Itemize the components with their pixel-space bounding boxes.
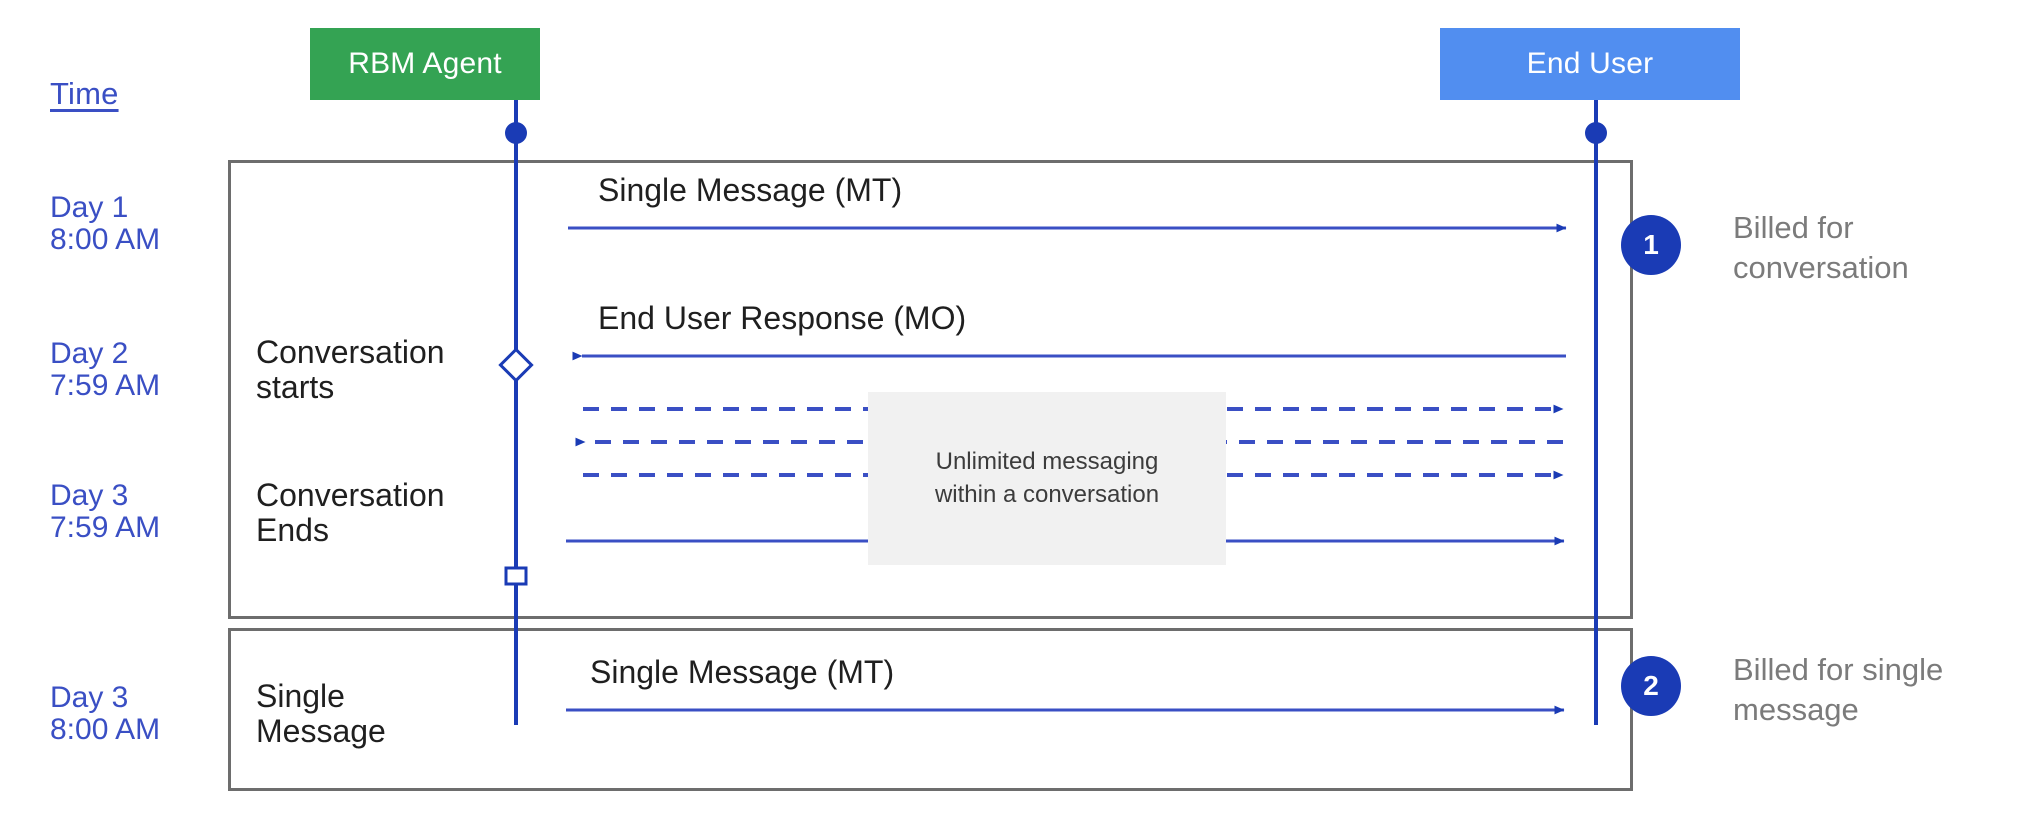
row-label-conversation-starts: Conversation starts <box>256 334 445 406</box>
actor-label-end-user: End User <box>1526 47 1654 80</box>
time-label-day1-day: Day 1 <box>50 191 129 224</box>
billing-badge-2: 2 <box>1621 656 1681 716</box>
billing-badge-1-number: 1 <box>1643 229 1659 260</box>
actor-header-end-user[interactable]: End User <box>1440 28 1740 100</box>
time-column-header: Time <box>50 76 119 111</box>
actor-header-rbm-agent[interactable]: RBM Agent <box>310 28 540 100</box>
lifeline-dot-rbm-agent <box>505 122 527 144</box>
row-label-conversation-ends: Conversation Ends <box>256 477 445 549</box>
time-label-day2-day: Day 2 <box>50 337 129 370</box>
conversation-end-square <box>504 566 528 586</box>
time-label-day1: Day 1 8:00 AM <box>50 191 161 257</box>
unlimited-messaging-note: Unlimited messaging within a conversatio… <box>868 392 1226 565</box>
time-label-day3-end: Day 3 7:59 AM <box>50 479 161 545</box>
billing-annotation-2: Billed for single message <box>1733 652 1944 728</box>
billing-annotation-1: Billed for conversation <box>1733 210 1909 286</box>
time-label-day3-single-time: 8:00 AM <box>50 713 161 747</box>
time-label-day3-end-time: 7:59 AM <box>50 511 161 545</box>
conversation-start-diamond <box>498 347 534 383</box>
message-caption-single-message-mt-1: Single Message (MT) <box>598 172 903 208</box>
unlimited-messaging-note-text: Unlimited messaging within a conversatio… <box>934 448 1160 508</box>
time-label-day2: Day 2 7:59 AM <box>50 337 161 403</box>
billing-group-box-1 <box>228 160 1633 619</box>
message-caption-single-message-mt-2: Single Message (MT) <box>590 654 895 690</box>
time-label-day3-end-day: Day 3 <box>50 479 129 512</box>
row-label-single-message: Single Message <box>256 678 386 750</box>
time-label-day1-time: 8:00 AM <box>50 223 161 257</box>
message-caption-end-user-response-mo: End User Response (MO) <box>598 300 967 336</box>
billing-badge-1: 1 <box>1621 215 1681 275</box>
lifeline-dot-end-user <box>1585 122 1607 144</box>
actor-label-rbm-agent: RBM Agent <box>348 47 502 80</box>
billing-badge-2-number: 2 <box>1643 670 1659 701</box>
time-label-day2-time: 7:59 AM <box>50 369 161 403</box>
time-label-day3-single: Day 3 8:00 AM <box>50 681 161 747</box>
time-label-day3-single-day: Day 3 <box>50 681 129 714</box>
